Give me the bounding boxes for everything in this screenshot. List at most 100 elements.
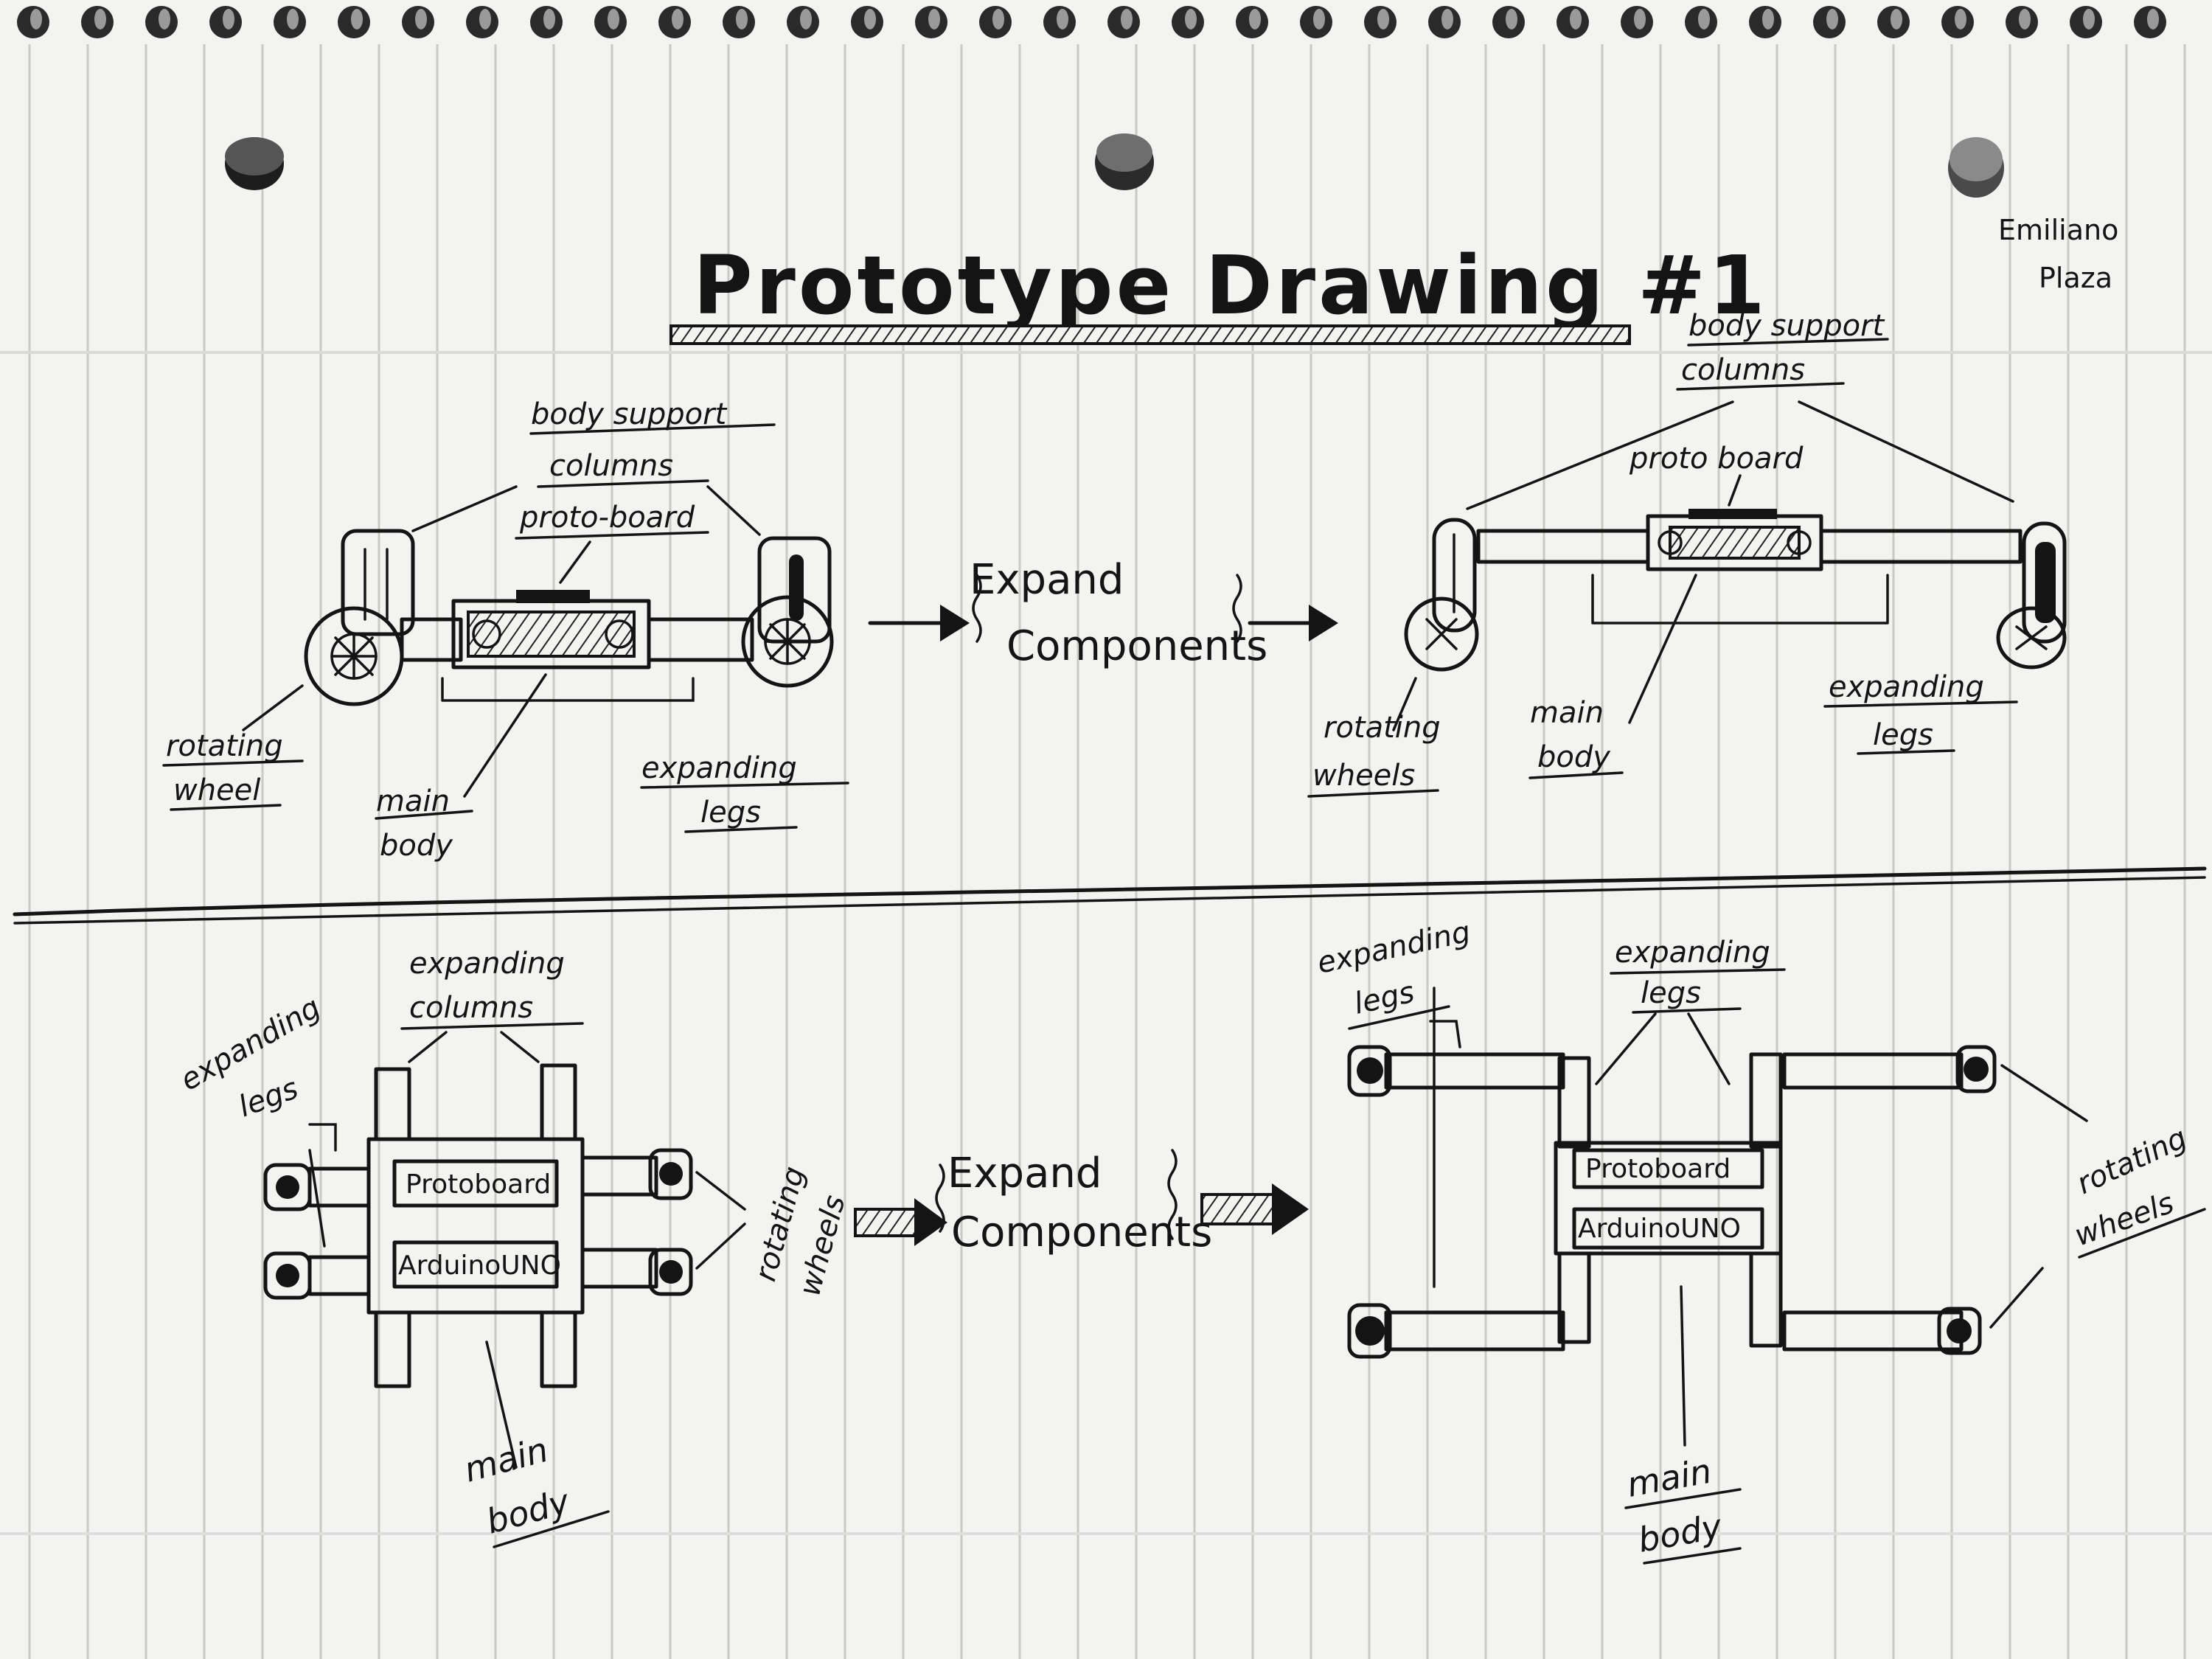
label-columns: columns [549,449,673,483]
title-underline [669,324,1631,345]
expand-transition-bottom: Expand Components [854,1149,1309,1256]
spiral-ring-highlight [30,9,42,29]
spiral-ring-highlight [351,9,363,29]
label-main-3: main [460,1430,552,1490]
label-proto-board-2: proto board [1629,442,1804,476]
spiral-ring-highlight [1570,9,1582,29]
spiral-ring-highlight [1762,9,1774,29]
label-rotating: rotating [166,729,283,763]
spiral-ring-highlight [672,9,684,29]
protoboard-box-2 [1572,1148,1764,1189]
right-wheel-2 [1996,606,2067,669]
protoboard [467,611,636,658]
main-body-top-2 [1554,1141,1783,1256]
left-leg-2 [1476,529,1650,564]
side-view-compact: body support columns proto-board [162,397,849,863]
label-wheel: wheel [173,773,260,807]
right-wheel [741,595,834,688]
label-body-2: body [1537,740,1611,774]
spiral-ring-highlight [1313,9,1325,29]
author-last-name: Plaza [2039,262,2112,294]
label-expanding-legs-a1: expanding [1315,915,1474,981]
spiral-ring-highlight [1826,9,1838,29]
spiral-binding [17,6,2166,38]
right-column-2 [2022,521,2067,644]
arrow-protoboard [559,540,591,584]
label-main-2: main [1530,696,1604,730]
left-wheel-2 [1404,597,1479,672]
spiral-ring-highlight [159,9,170,29]
spiral-ring-highlight [2019,9,2031,29]
protoboard-2 [1669,526,1801,560]
spiral-ring-highlight [1377,9,1389,29]
left-leg [400,617,463,662]
spiral-ring-highlight [608,9,619,29]
protoboard-label: Protoboard [406,1169,551,1200]
spiral-ring-highlight [864,9,876,29]
arduino-box-2 [1572,1207,1764,1250]
spiral-ring-highlight [1698,9,1710,29]
spiral-ring-highlight [94,9,106,29]
label-body: body [380,829,453,863]
label-legs: legs [700,796,761,830]
label-legs-2: legs [1873,718,1933,752]
top-view-compact: expanding columns expanding legs Protobo… [175,947,852,1548]
spiral-ring-highlight [1057,9,1068,29]
spiral-ring-highlight [928,9,940,29]
protoboard-box [392,1159,559,1208]
spiral-ring-highlight [543,9,555,29]
label-expanding-legs-b1: expanding [1615,936,1770,970]
spiral-ring-highlight [1441,9,1453,29]
label-columns-2: columns [1681,353,1805,387]
label-body-support-2: body support [1688,309,1885,343]
left-column-2 [1432,518,1477,633]
right-leg-2 [1819,529,2023,564]
arrow-left-column [411,485,518,532]
punch-holes [225,133,2004,198]
right-leg [647,617,754,662]
label-expanding-2: expanding [1829,670,1984,704]
label-expanding-columns-1: expanding [409,947,565,981]
arrow-right-column [706,485,761,536]
protoboard-label-2: Protoboard [1585,1154,1731,1184]
section-divider [13,866,2207,917]
arduino-label: ArduinoUNO [398,1251,561,1281]
spiral-ring-highlight [1955,9,1966,29]
spiral-ring-highlight [1506,9,1517,29]
left-column [341,529,415,636]
spiral-ring-highlight [1891,9,1902,29]
label-expand: Expand [970,556,1124,604]
side-view-expanded: body support columns proto board [1307,309,2067,798]
label-expanding-legs-a2: legs [1352,975,1418,1021]
top-view-expanded: expanding legs expanding legs [1315,915,2206,1565]
notebook-rules [28,44,2186,1659]
spiral-ring-highlight [1121,9,1133,29]
author-first-name: Emiliano [1998,214,2118,246]
spiral-ring-highlight [1634,9,1646,29]
spiral-ring-highlight [479,9,491,29]
label-expanding: expanding [641,751,797,785]
arduino-box [392,1240,559,1289]
label-expanding-columns-2: columns [409,991,533,1025]
spiral-ring-highlight [2147,9,2159,29]
label-wheels-2: wheels [1312,759,1415,793]
main-body-top [366,1137,585,1315]
spiral-ring-highlight [800,9,812,29]
label-expand-2: Expand [947,1150,1102,1197]
spiral-ring-highlight [415,9,427,29]
label-rotating-4: rotating [2072,1121,2192,1201]
page-title: Prototype Drawing #1 [693,238,1768,333]
spiral-ring-highlight [223,9,234,29]
arduino-label-2: ArduinoUNO [1578,1214,1741,1244]
label-expanding-legs-2: legs [234,1071,303,1124]
expand-transition-top: Expand Components [868,556,1338,670]
label-proto-board: proto-board [519,501,695,535]
label-rotating-2: rotating [1324,711,1441,745]
spiral-ring-highlight [736,9,748,29]
spiral-ring-highlight [2083,9,2095,29]
label-body-support: body support [531,397,728,431]
spiral-ring-highlight [287,9,299,29]
label-expanding-legs-b2: legs [1641,976,1701,1010]
